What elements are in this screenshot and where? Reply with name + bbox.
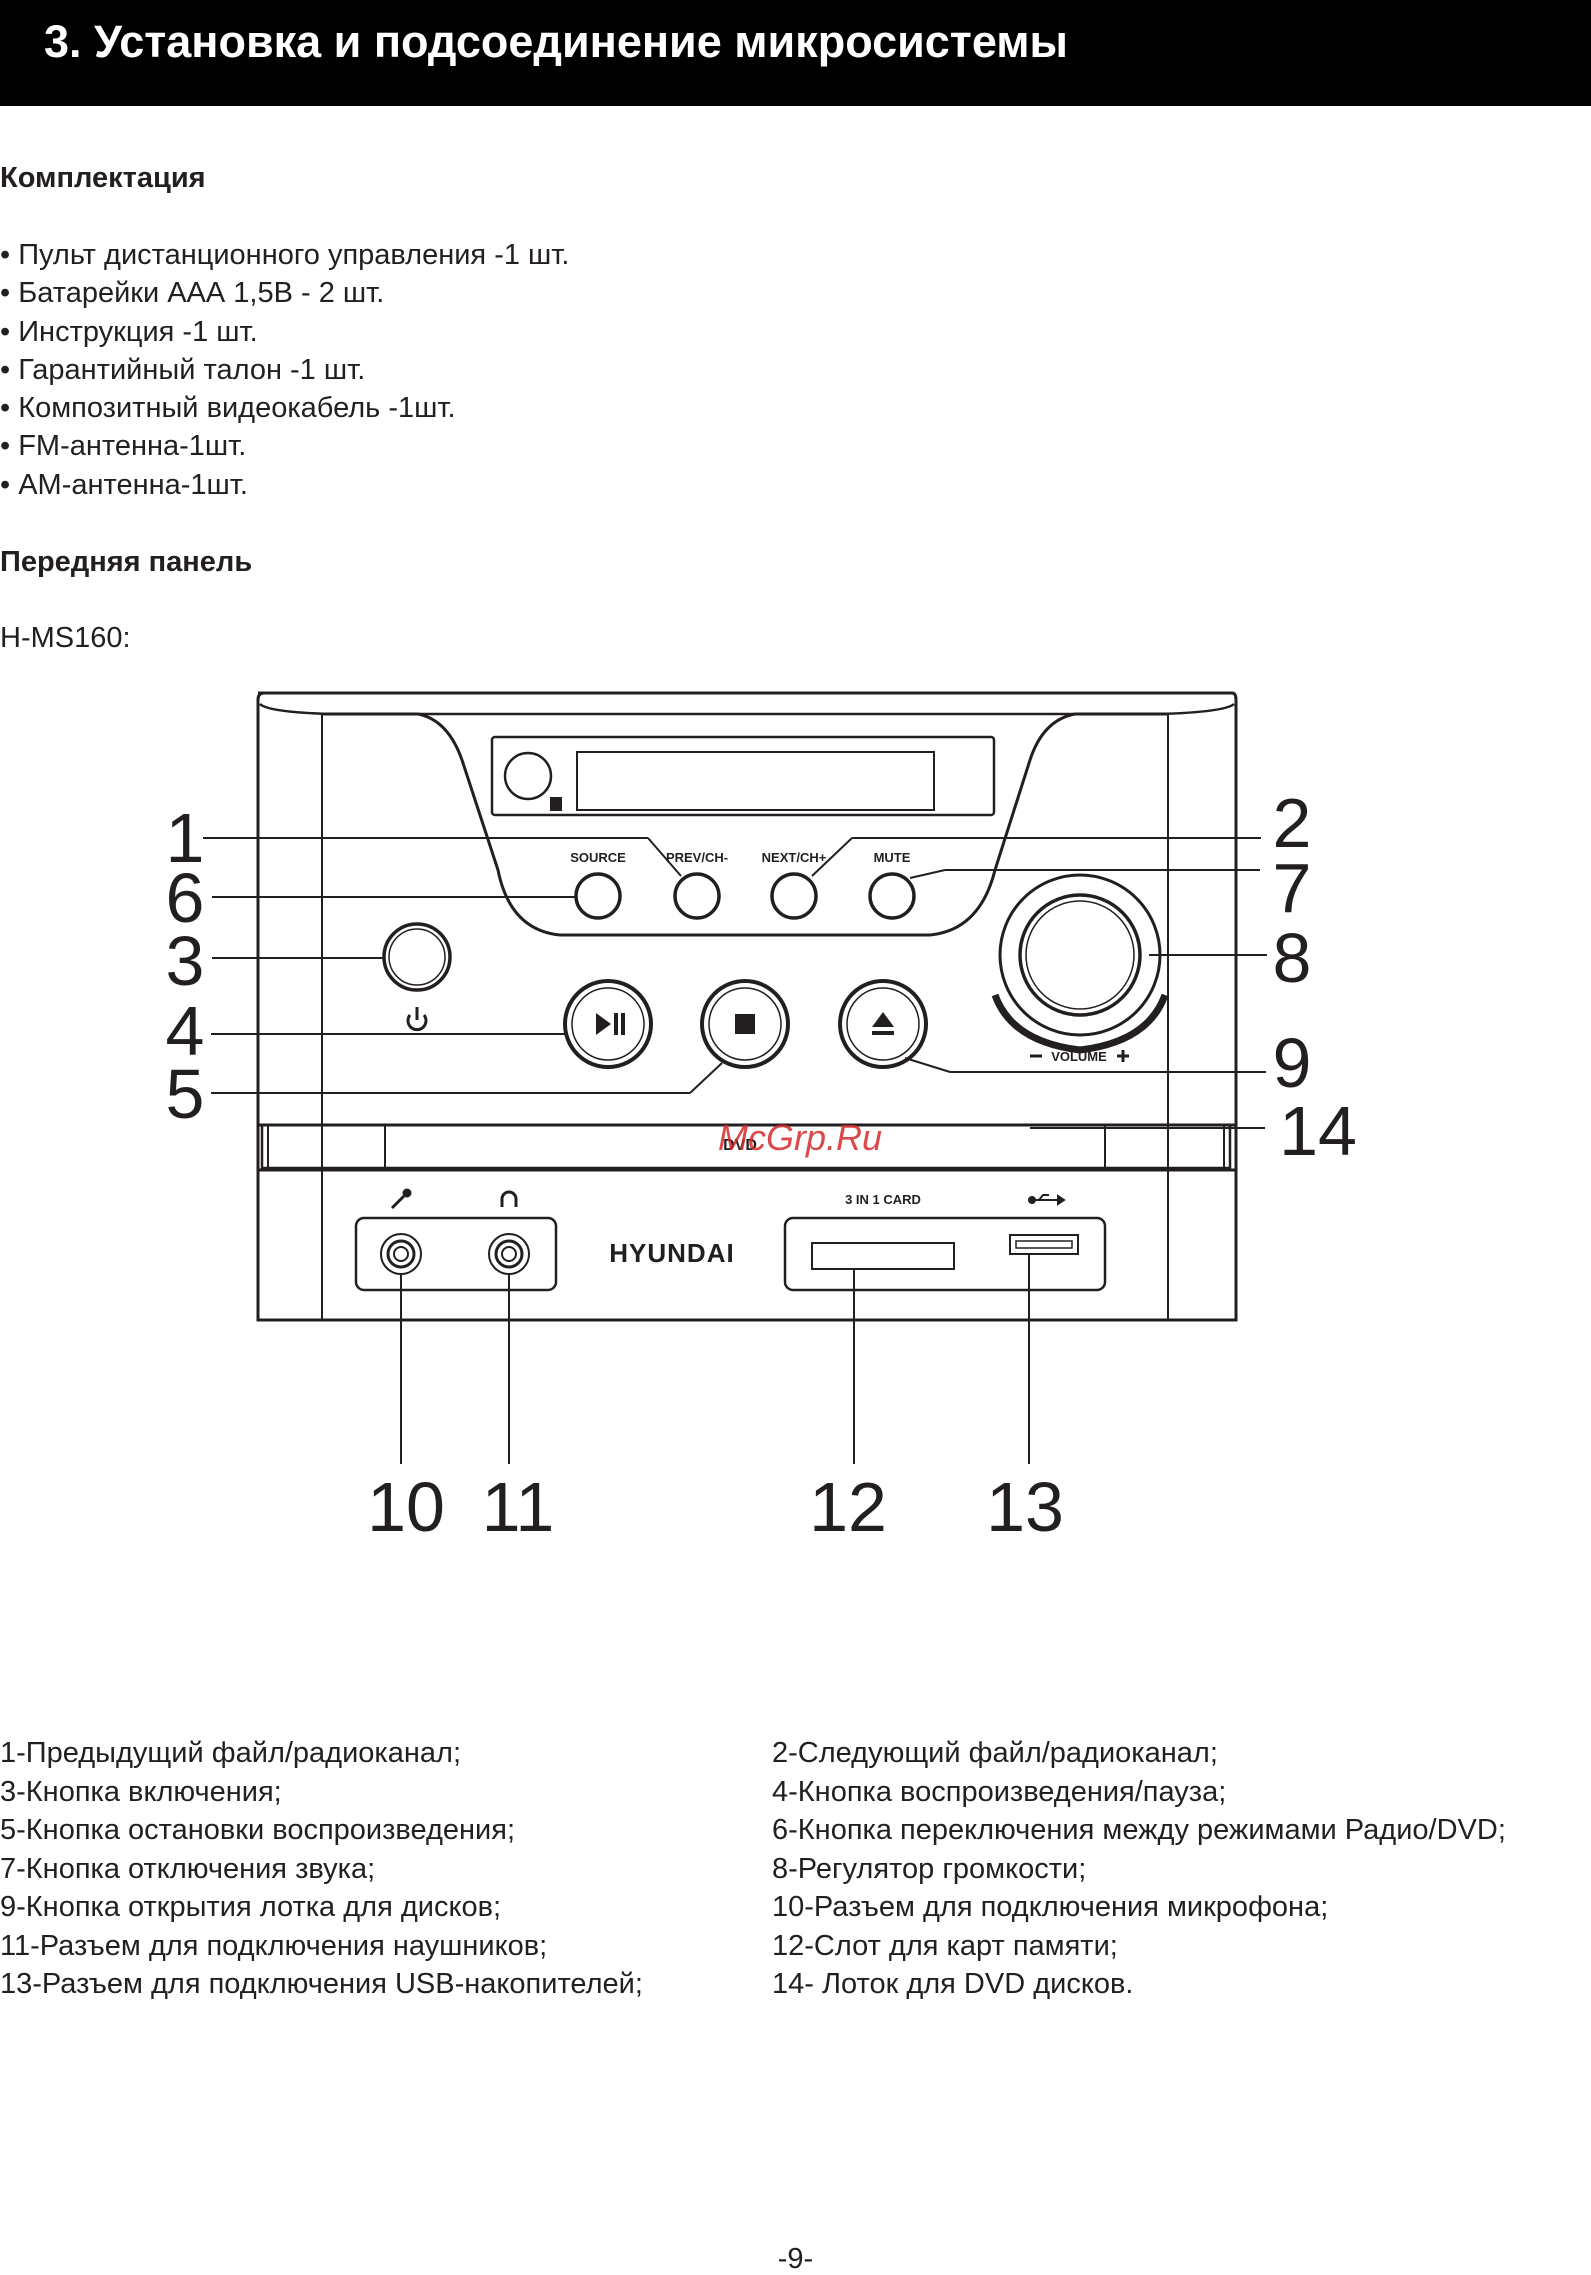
volume-plus-icon xyxy=(1117,1050,1129,1062)
volume-arc xyxy=(991,993,1169,1054)
contents-list: • Пульт дистанционного управления -1 шт.… xyxy=(0,236,569,504)
front-panel-heading: Передняя панель xyxy=(0,546,253,578)
disc-tray-door xyxy=(384,1124,1106,1169)
card-usb-panel xyxy=(783,1216,1107,1292)
legend-item: 8-Регулятор громкости; xyxy=(772,1852,1087,1885)
jack-panel xyxy=(354,1216,558,1292)
callout-4: 4 xyxy=(166,992,205,1070)
mute-label: MUTE xyxy=(874,850,911,865)
volume-label: VOLUME xyxy=(1051,1049,1107,1064)
callout-9: 9 xyxy=(1273,1024,1312,1102)
play-pause-icon xyxy=(596,1013,611,1035)
power-button[interactable] xyxy=(382,922,452,992)
list-item: • Гарантийный талон -1 шт. xyxy=(0,353,366,386)
list-item: • Пульт дистанционного управления -1 шт. xyxy=(0,239,570,271)
card-slot[interactable] xyxy=(811,1242,955,1270)
callout-lines xyxy=(203,837,1267,1464)
volume-knob[interactable] xyxy=(998,873,1162,1037)
prev-label: PREV/CH- xyxy=(666,850,728,865)
callout-1: 1 xyxy=(166,799,205,877)
legend-right: 2-Следующий файл/радиоканал; 4-Кнопка во… xyxy=(772,1734,1506,2004)
list-item: • Инструкция -1 шт. xyxy=(0,315,258,348)
next-label: NEXT/CH+ xyxy=(762,850,827,865)
legend-item: 7-Кнопка отключения звука; xyxy=(0,1852,376,1885)
device-body xyxy=(256,691,1238,1322)
model-label: H-MS160: xyxy=(0,622,131,654)
legend-item: 10-Разъем для подключения микрофона; xyxy=(772,1891,1329,1923)
card-label: 3 IN 1 CARD xyxy=(845,1192,921,1207)
callout-6: 6 xyxy=(166,859,205,937)
headphone-jack[interactable] xyxy=(488,1233,530,1275)
source-button[interactable]: SOURCE xyxy=(570,850,626,920)
ir-sensor-box xyxy=(550,797,562,811)
prev-button[interactable]: PREV/CH- xyxy=(666,850,728,920)
lcd-screen xyxy=(576,751,935,811)
watermark: McGrp.Ru xyxy=(718,1117,882,1158)
callout-10: 10 xyxy=(367,1468,445,1546)
legend-item: 13-Разъем для подключения USB-накопителе… xyxy=(0,1968,643,2000)
callout-13: 13 xyxy=(986,1468,1064,1546)
eject-icon xyxy=(872,1012,894,1027)
legend-left: 1-Предыдущий файл/радиоканал; 3-Кнопка в… xyxy=(0,1734,643,2004)
callout-numbers: 1 2 3 4 5 6 7 8 9 10 11 12 13 14 xyxy=(166,784,1357,1546)
next-button[interactable]: NEXT/CH+ xyxy=(762,850,827,920)
usb-port[interactable] xyxy=(1009,1234,1079,1255)
legend-item: 2-Следующий файл/радиоканал; xyxy=(772,1737,1218,1769)
play-pause-button[interactable] xyxy=(563,979,653,1069)
callout-12: 12 xyxy=(809,1468,887,1546)
usb-icon xyxy=(1028,1194,1066,1206)
headphones-icon xyxy=(500,1190,518,1207)
callout-2: 2 xyxy=(1273,784,1312,862)
list-item: • Композитный видеокабель -1шт. xyxy=(0,392,456,425)
callout-14: 14 xyxy=(1279,1092,1357,1170)
legend-item: 14- Лоток для DVD дисков. xyxy=(772,1968,1134,2000)
power-icon xyxy=(406,1007,428,1032)
legend-item: 4-Кнопка воспроизведения/пауза; xyxy=(772,1775,1227,1808)
list-item: • АМ-антенна-1шт. xyxy=(0,468,248,501)
legend-item: 9-Кнопка открытия лотка для дисков; xyxy=(0,1891,502,1923)
callout-8: 8 xyxy=(1273,919,1312,997)
callout-5: 5 xyxy=(166,1055,205,1133)
callout-3: 3 xyxy=(166,922,205,1000)
microphone-icon xyxy=(390,1188,412,1210)
contents-heading: Комплектация xyxy=(0,162,206,194)
display-recess xyxy=(322,712,1168,937)
legend-item: 1-Предыдущий файл/радиоканал; xyxy=(0,1737,461,1769)
page-title: 3. Установка и подсоединение микросистем… xyxy=(44,16,1068,67)
legend-item: 5-Кнопка остановки воспроизведения; xyxy=(0,1814,516,1846)
legend-item: 11-Разъем для подключения наушников; xyxy=(0,1929,548,1962)
front-panel-diagram: SOURCE PREV/CH- NEXT/CH+ MUTE xyxy=(166,691,1357,1546)
eject-button[interactable] xyxy=(838,979,928,1069)
callout-11: 11 xyxy=(482,1468,555,1546)
callout-7: 7 xyxy=(1273,849,1312,927)
header-bar: 3. Установка и подсоединение микросистем… xyxy=(0,0,1591,106)
microphone-jack[interactable] xyxy=(380,1233,422,1275)
legend-item: 6-Кнопка переключения между режимами Рад… xyxy=(772,1814,1506,1846)
list-item: • FM-антенна-1шт. xyxy=(0,430,247,463)
page-number: -9- xyxy=(777,2243,814,2275)
stop-icon xyxy=(735,1014,755,1034)
device-top-lip xyxy=(259,702,1235,716)
legend-item: 3-Кнопка включения; xyxy=(0,1775,282,1808)
dvd-logo: DVD xyxy=(723,1137,757,1154)
list-item: • Батарейки ААА 1,5В - 2 шт. xyxy=(0,277,385,310)
stop-button[interactable] xyxy=(700,979,790,1069)
brand-logo: HYUNDAI xyxy=(609,1238,734,1268)
legend-item: 12-Слот для карт памяти; xyxy=(772,1929,1118,1962)
display-window xyxy=(490,735,996,817)
ir-sensor xyxy=(503,751,553,801)
mute-button[interactable]: MUTE xyxy=(868,850,916,920)
source-label: SOURCE xyxy=(570,850,626,865)
